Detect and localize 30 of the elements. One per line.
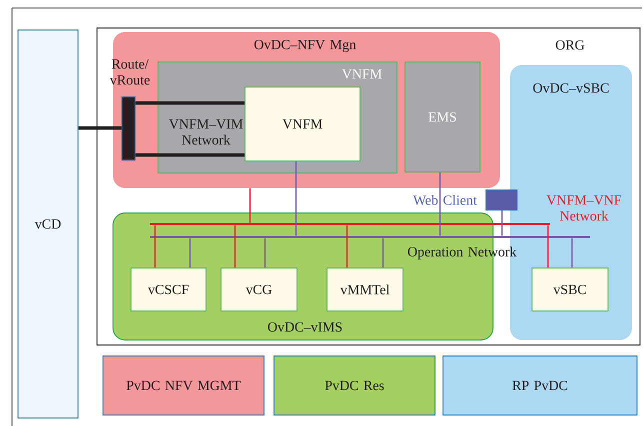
function-box: vMMTel <box>326 268 404 312</box>
network-label: VNFM–VNF Network <box>546 195 622 221</box>
resource-box: RP PvDC <box>442 356 638 416</box>
web-client-square: Web Client <box>413 190 518 210</box>
connector-line <box>547 225 549 268</box>
function-box: vCSCF <box>130 268 206 312</box>
column-box: vCD <box>18 30 78 418</box>
resource-box: PvDC Res <box>274 356 436 416</box>
network-label: Operation Network <box>408 246 517 260</box>
connector-line <box>249 188 251 223</box>
connector-line <box>346 225 348 268</box>
function-box: VNFM <box>244 86 360 162</box>
function-box: vSBC <box>532 268 608 312</box>
connector-line <box>234 225 236 268</box>
connector-line <box>295 161 297 236</box>
connector-line <box>501 210 503 236</box>
resource-box: PvDC NFV MGMT <box>102 356 264 416</box>
function-box: vCG <box>220 268 298 312</box>
connector-line <box>264 238 266 268</box>
network-label: VNFM–VIM Network <box>168 119 243 145</box>
connector-line <box>571 238 573 268</box>
connector-line <box>154 225 156 268</box>
function-box: EMS <box>404 62 480 172</box>
node-label: Web Client <box>413 195 477 205</box>
connector-line <box>78 126 122 130</box>
connector-line <box>135 153 245 157</box>
connector-line <box>382 238 384 268</box>
connector-line <box>189 238 191 268</box>
connector-line <box>439 172 441 236</box>
connector-line <box>135 101 245 105</box>
